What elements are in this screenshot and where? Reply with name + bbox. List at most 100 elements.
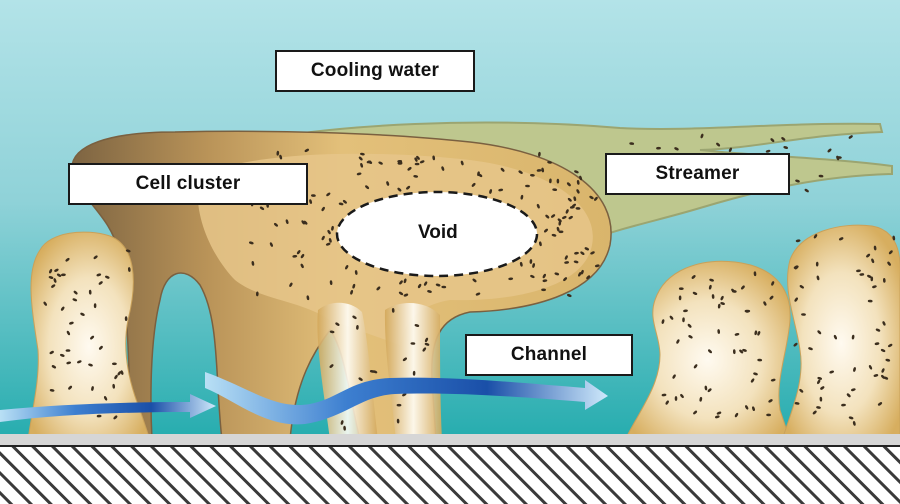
cell-dot bbox=[541, 288, 546, 292]
cell-dot bbox=[403, 278, 407, 284]
cell-dot bbox=[589, 195, 594, 200]
cell-dot bbox=[518, 170, 523, 174]
cell-dot bbox=[66, 330, 71, 336]
cell-dot bbox=[279, 154, 283, 160]
cell-dot bbox=[402, 392, 407, 397]
cell-dot bbox=[688, 335, 693, 339]
cell-dot bbox=[578, 272, 582, 277]
cell-dot bbox=[478, 173, 483, 178]
cell-dot bbox=[422, 347, 427, 352]
cell-dot bbox=[325, 242, 331, 246]
cell-dot bbox=[829, 370, 835, 374]
cell-dot bbox=[717, 303, 721, 309]
cell-dot bbox=[781, 137, 786, 141]
cell-dot bbox=[397, 187, 402, 192]
cell-dot bbox=[833, 334, 837, 340]
cell-dot bbox=[580, 251, 585, 255]
cell-dot bbox=[853, 367, 856, 372]
cell-dot bbox=[536, 169, 542, 172]
cell-dot bbox=[114, 374, 118, 380]
cell-dot bbox=[838, 237, 844, 241]
cell-dot bbox=[498, 188, 504, 192]
void-label: Void bbox=[418, 222, 458, 243]
cell-dot bbox=[680, 393, 684, 399]
cell-dot bbox=[350, 289, 354, 295]
cell-dot bbox=[551, 214, 556, 218]
cell-dot bbox=[338, 202, 344, 206]
cell-dot bbox=[882, 278, 886, 283]
cell-dot bbox=[877, 402, 883, 406]
cell-dot bbox=[732, 349, 736, 355]
cell-cluster-label: Cell cluster bbox=[68, 163, 308, 205]
cell-dot bbox=[804, 188, 809, 193]
cell-dot bbox=[817, 330, 822, 335]
cell-dot bbox=[750, 378, 755, 383]
cell-dot bbox=[816, 275, 820, 281]
cell-dot bbox=[709, 278, 714, 282]
cell-dot bbox=[794, 402, 800, 405]
cell-dot bbox=[871, 258, 875, 264]
cell-dot bbox=[391, 308, 395, 313]
cell-dot bbox=[538, 151, 541, 157]
cell-dot bbox=[873, 245, 877, 251]
cell-dot bbox=[795, 179, 800, 183]
cell-dot bbox=[358, 156, 363, 161]
cell-dot bbox=[435, 283, 441, 287]
channel-label: Channel bbox=[465, 334, 633, 376]
cell-dot bbox=[328, 238, 332, 243]
cell-dot bbox=[794, 297, 798, 302]
cell-dot bbox=[416, 155, 420, 160]
cell-dot bbox=[396, 418, 400, 424]
cell-dot bbox=[866, 253, 871, 258]
cell-dot bbox=[711, 294, 715, 299]
cell-dot bbox=[112, 383, 116, 389]
cell-dot bbox=[125, 249, 131, 253]
cell-dot bbox=[808, 347, 813, 351]
cell-dot bbox=[850, 388, 856, 392]
cell-dot bbox=[874, 342, 880, 346]
cell-dot bbox=[881, 368, 885, 373]
cell-dot bbox=[704, 385, 708, 391]
cell-dot bbox=[753, 372, 758, 376]
cell-dot bbox=[519, 261, 523, 267]
cell-dot bbox=[321, 206, 325, 212]
cell-dot bbox=[259, 206, 265, 211]
cell-dot bbox=[741, 285, 745, 290]
streamer-label: Streamer bbox=[605, 153, 790, 195]
cell-dot bbox=[827, 148, 832, 153]
cell-dot bbox=[127, 267, 131, 272]
cell-dot bbox=[352, 283, 356, 289]
cell-dot bbox=[414, 324, 420, 327]
cell-dot bbox=[124, 316, 128, 322]
cell-dot bbox=[54, 268, 59, 272]
cell-dot bbox=[342, 199, 347, 204]
cell-dot bbox=[665, 400, 669, 405]
cell-dot bbox=[873, 374, 879, 377]
cell-dot bbox=[568, 215, 573, 220]
cell-dot bbox=[872, 285, 877, 289]
cell-dot bbox=[769, 295, 774, 300]
cell-dot bbox=[676, 339, 680, 344]
cell-dot bbox=[539, 241, 542, 247]
cell-dot bbox=[542, 273, 546, 279]
cell-dot bbox=[61, 273, 66, 277]
cell-dot bbox=[574, 251, 579, 255]
cell-dot bbox=[289, 282, 293, 287]
cell-dot bbox=[699, 396, 703, 402]
cell-dot bbox=[880, 348, 886, 353]
cell-dot bbox=[274, 222, 278, 227]
cell-dot bbox=[887, 261, 891, 266]
cell-dot bbox=[329, 280, 333, 285]
left-pillar bbox=[27, 231, 151, 441]
cell-dot bbox=[742, 348, 747, 352]
cell-dot bbox=[580, 269, 584, 275]
cell-dot bbox=[112, 362, 117, 366]
cell-dot bbox=[714, 415, 720, 419]
cell-dot bbox=[554, 272, 560, 276]
cell-dot bbox=[692, 291, 698, 295]
cell-dot bbox=[566, 182, 571, 187]
cell-dot bbox=[793, 342, 798, 347]
cell-dot bbox=[590, 251, 595, 255]
cell-dot bbox=[766, 413, 771, 417]
cell-dot bbox=[846, 393, 851, 398]
